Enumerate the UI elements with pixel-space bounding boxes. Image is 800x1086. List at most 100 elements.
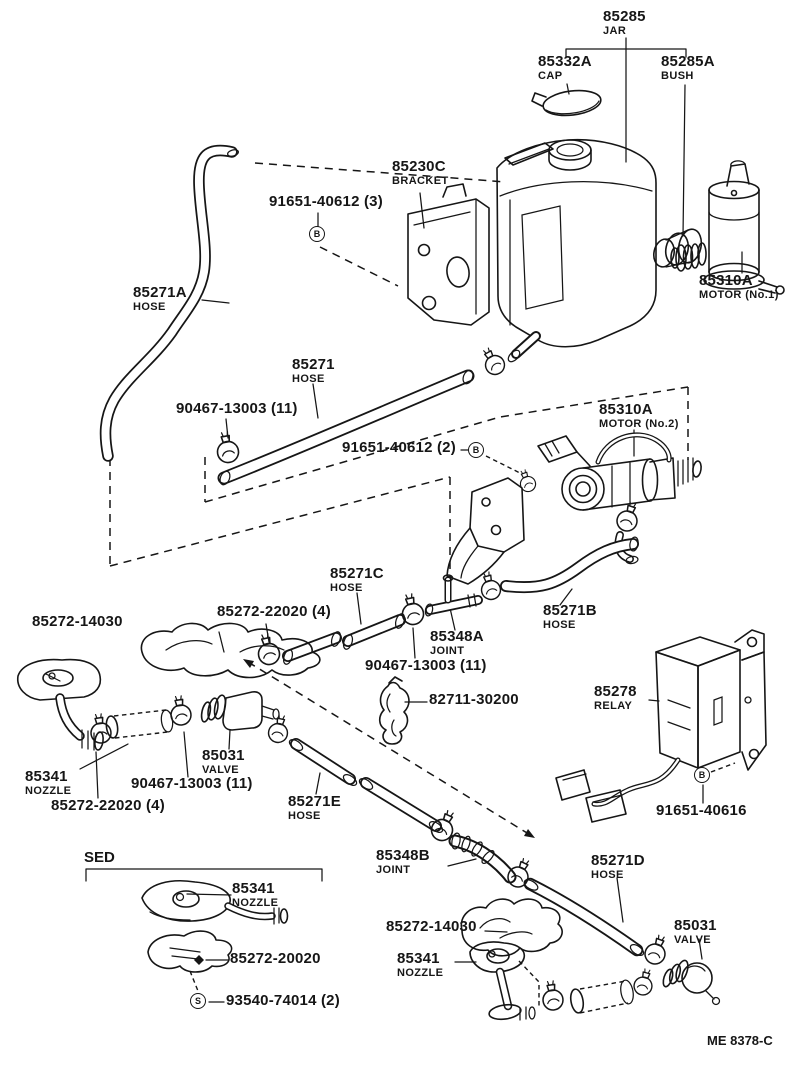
label-hose-d: 85271D HOSE — [591, 853, 645, 882]
part-number: 85310A — [599, 401, 653, 418]
label-screw-sed: 93540-74014 (2) — [226, 993, 340, 1009]
label-jar: 85285 JAR — [603, 8, 646, 38]
part-name: MOTOR (No.1) — [699, 289, 779, 301]
jar-bracket — [407, 183, 490, 326]
label-clamp-left: 90467-13003 (11) — [131, 776, 253, 792]
part-name: NOZZLE — [25, 785, 72, 797]
label-grommet-left: 85272-14030 — [32, 614, 123, 630]
dashed-tube-bottom — [569, 979, 634, 1014]
part-number: 85271 — [292, 356, 335, 373]
leader-lines — [79, 37, 743, 1003]
hose-85271b — [500, 536, 639, 594]
relay-harness — [555, 757, 681, 823]
part-name: NOZZLE — [232, 897, 279, 909]
bolt-marker-b-upper: B — [309, 226, 325, 242]
packing-85272-20020 — [147, 930, 233, 973]
label-hose-b: 85271B HOSE — [543, 602, 597, 632]
part-name: JOINT — [376, 864, 411, 876]
label-clamp-22020-left: 85272-22020 (4) — [51, 798, 165, 814]
label-bolt-mid: 91651-40612 (2) — [342, 440, 456, 456]
hose-85271 — [217, 369, 475, 486]
label-bolt-upper: 91651-40612 (3) — [269, 194, 383, 210]
grommet-85272-14030-bottom — [460, 898, 563, 957]
part-number: 85031 — [202, 747, 245, 764]
label-clip: 82711-30200 — [429, 692, 519, 708]
part-number: 82711-30200 — [429, 691, 519, 708]
part-number: 91651-40616 — [656, 802, 747, 819]
relay-85278 — [655, 629, 767, 771]
part-number: 85271A — [133, 284, 187, 301]
part-number: 85310A — [699, 272, 753, 289]
washer-nozzle-left — [16, 658, 104, 751]
bolt-marker-b-mid: B — [468, 442, 484, 458]
label-clamp-mid: 90467-13003 (11) — [365, 658, 487, 674]
part-name: HOSE — [543, 619, 576, 631]
part-number: 85341 — [397, 950, 440, 967]
part-name: BRACKET — [392, 175, 449, 187]
part-number: 85230C — [392, 158, 446, 175]
washer-jar — [496, 89, 657, 363]
label-bolt-right: 91651-40616 — [656, 803, 747, 819]
part-name: JOINT — [430, 645, 465, 657]
part-name: HOSE — [292, 373, 325, 385]
part-number: 85348B — [376, 847, 430, 864]
part-number: 90467-13003 (11) — [176, 400, 298, 417]
part-number: 85278 — [594, 683, 637, 700]
dashed-tube-left — [105, 709, 174, 739]
label-motor-no2: 85310A MOTOR (No.2) — [599, 401, 679, 431]
joint-85348a — [424, 574, 483, 617]
construction-dashed-lines — [109, 162, 689, 1007]
part-number: 93540-74014 (2) — [226, 992, 340, 1009]
part-name: HOSE — [288, 810, 321, 822]
label-cap: 85332A CAP — [538, 53, 592, 83]
hose-85271d — [523, 877, 645, 957]
screw-marker-s: S — [190, 993, 206, 1009]
part-number: 90467-13003 (11) — [365, 657, 487, 674]
label-hose-main: 85271 HOSE — [292, 356, 335, 386]
part-name: HOSE — [133, 301, 166, 313]
part-name: HOSE — [330, 582, 363, 594]
part-name: JAR — [603, 25, 627, 37]
part-name: HOSE — [591, 869, 624, 881]
hose-85271e — [288, 738, 444, 834]
joint-85348b — [448, 832, 517, 884]
label-packing-sed: 85272-20020 — [230, 951, 321, 967]
part-name: NOZZLE — [397, 967, 444, 979]
part-number: 85285 — [603, 8, 646, 25]
part-name: CAP — [538, 70, 563, 82]
label-hose-e: 85271E HOSE — [288, 793, 341, 823]
label-relay: 85278 RELAY — [594, 683, 637, 713]
part-number: 85272-22020 (4) — [217, 603, 331, 620]
part-number: 90467-13003 (11) — [131, 775, 253, 792]
label-bush: 85285A BUSH — [661, 54, 715, 83]
washer-motor-no2 — [446, 432, 702, 585]
label-nozzle-bottom: 85341 NOZZLE — [397, 950, 444, 980]
label-nozzle-sed: 85341 NOZZLE — [232, 880, 279, 910]
check-valve-left — [200, 691, 280, 731]
part-number: 85332A — [538, 53, 592, 70]
part-number: 91651-40612 (3) — [269, 193, 383, 210]
label-motor-no1: 85310A MOTOR (No.1) — [699, 272, 779, 302]
label-nozzle-left: 85341 NOZZLE — [25, 768, 72, 798]
part-number: 85272-14030 — [32, 613, 123, 630]
label-clamp-upper: 90467-13003 (11) — [176, 401, 298, 417]
part-name: RELAY — [594, 700, 633, 712]
part-number: 85341 — [25, 768, 68, 785]
part-number: 91651-40612 (2) — [342, 439, 456, 456]
check-valve-bottom — [662, 959, 721, 1006]
part-number: 85341 — [232, 880, 275, 897]
label-hose-a: 85271A HOSE — [133, 284, 187, 314]
label-joint-b: 85348B JOINT — [376, 847, 430, 877]
part-number: 85271E — [288, 793, 341, 810]
part-name: BUSH — [661, 70, 694, 82]
hose-85271a — [99, 144, 239, 462]
part-number: 85348A — [430, 628, 484, 645]
washer-nozzle-bottom — [469, 941, 536, 1021]
part-number: 85271B — [543, 602, 597, 619]
label-grommet-bottom: 85272-14030 — [386, 919, 477, 935]
part-name: VALVE — [674, 934, 712, 946]
part-name: VALVE — [202, 764, 240, 776]
bolt-marker-b-right: B — [694, 767, 710, 783]
